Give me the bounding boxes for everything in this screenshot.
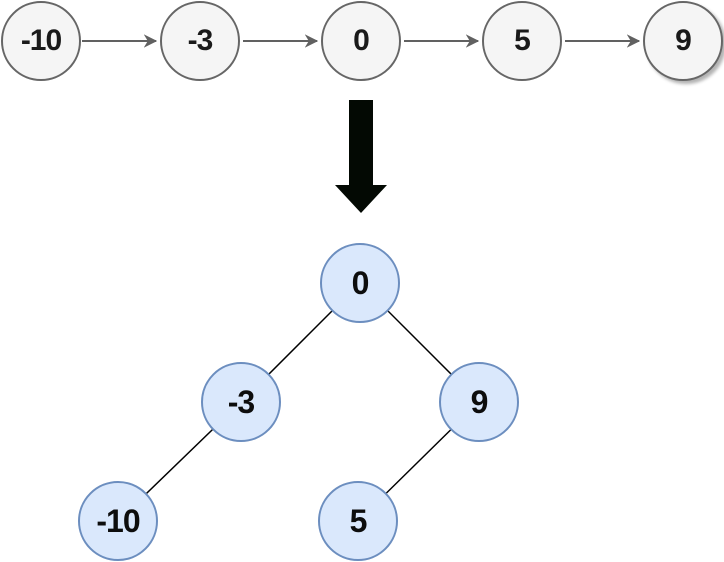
list-node: -10 — [1, 1, 81, 81]
list-node: 0 — [321, 1, 401, 81]
tree-node-value: -10 — [96, 502, 140, 539]
list-node: -3 — [160, 1, 240, 81]
tree-node-root: 0 — [320, 243, 400, 323]
tree-node: 9 — [439, 362, 519, 442]
list-node-value: 0 — [353, 24, 370, 57]
list-node-value: -10 — [20, 24, 62, 57]
list-node-value: -3 — [187, 24, 214, 57]
list-node: 9 — [643, 1, 723, 81]
tree-node: -10 — [78, 481, 158, 561]
tree-node: 5 — [318, 481, 398, 561]
list-node: 5 — [482, 1, 562, 81]
tree-node-value: 9 — [470, 383, 489, 420]
list-node-value: 9 — [675, 24, 692, 57]
tree-node-value: 5 — [349, 502, 368, 539]
list-node-value: 5 — [514, 24, 531, 57]
tree-node-value: -3 — [227, 383, 255, 420]
tree-node: -3 — [201, 362, 281, 442]
transform-down-arrow-icon — [335, 100, 387, 213]
tree-node-value: 0 — [351, 264, 370, 301]
